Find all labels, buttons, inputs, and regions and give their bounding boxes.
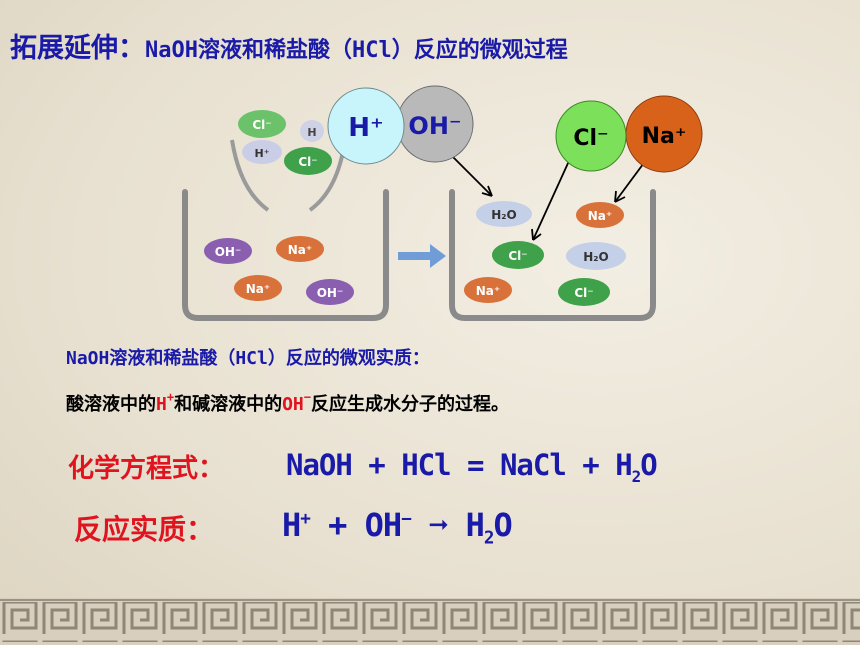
right-beaker: [449, 189, 656, 321]
left-beaker-ions: OH⁻ Na⁺ Na⁺ OH⁻: [204, 236, 354, 305]
svg-text:Cl⁻: Cl⁻: [574, 286, 593, 300]
title-sub: NaOH溶液和稀盐酸（HCl）反应的微观过程: [145, 38, 568, 63]
svg-text:Cl⁻: Cl⁻: [252, 118, 271, 132]
svg-text:H₂O: H₂O: [491, 208, 517, 222]
left-beaker: [182, 189, 389, 321]
h-plus-label: H⁺: [348, 113, 383, 143]
reaction-diagram: Cl⁻ H H⁺ Cl⁻ OH⁻ Na⁺ Na⁺ OH⁻ H₂O Na⁺ C: [182, 85, 703, 321]
reaction-essence-label: 反应实质：: [74, 513, 215, 546]
svg-text:H: H: [307, 126, 316, 139]
chemical-equation: NaOH + HCl = NaCl + H2O: [286, 448, 658, 486]
svg-text:OH⁻: OH⁻: [317, 286, 344, 300]
cl-minus-label: Cl⁻: [573, 126, 608, 151]
svg-text:Cl⁻: Cl⁻: [298, 155, 317, 169]
svg-text:H₂O: H₂O: [583, 250, 609, 264]
decorative-border: [0, 598, 860, 645]
funnel-ions: Cl⁻ H H⁺ Cl⁻: [238, 110, 332, 175]
svg-text:Na⁺: Na⁺: [588, 209, 612, 223]
pointer-arrows: [445, 149, 653, 241]
svg-text:H⁺: H⁺: [254, 147, 269, 160]
large-ions: OH⁻ H⁺ Na⁺ Cl⁻: [327, 85, 703, 173]
transition-arrow: [398, 244, 446, 268]
page-title: 拓展延伸：NaOH溶液和稀盐酸（HCl）反应的微观过程: [10, 26, 568, 65]
svg-text:OH⁻: OH⁻: [215, 245, 242, 259]
funnel-left: [230, 139, 270, 212]
title-main: 拓展延伸：: [10, 33, 145, 64]
ionic-equation: H+ + OH− ➞ H2O: [282, 506, 513, 549]
right-beaker-ions: H₂O Na⁺ Cl⁻ H₂O Na⁺ Cl⁻: [464, 201, 626, 306]
oh-minus-label: OH⁻: [408, 112, 461, 140]
svg-text:Na⁺: Na⁺: [246, 282, 270, 296]
svg-text:Na⁺: Na⁺: [476, 284, 500, 298]
equation-label: 化学方程式：: [68, 454, 225, 484]
na-plus-label: Na⁺: [642, 124, 687, 149]
essence-title: NaOH溶液和稀盐酸（HCl）反应的微观实质：: [66, 348, 430, 369]
svg-text:Na⁺: Na⁺: [288, 243, 312, 257]
svg-text:Cl⁻: Cl⁻: [508, 249, 527, 263]
essence-description: 酸溶液中的H+和碱溶液中的OH−反应生成水分子的过程。: [66, 390, 509, 415]
